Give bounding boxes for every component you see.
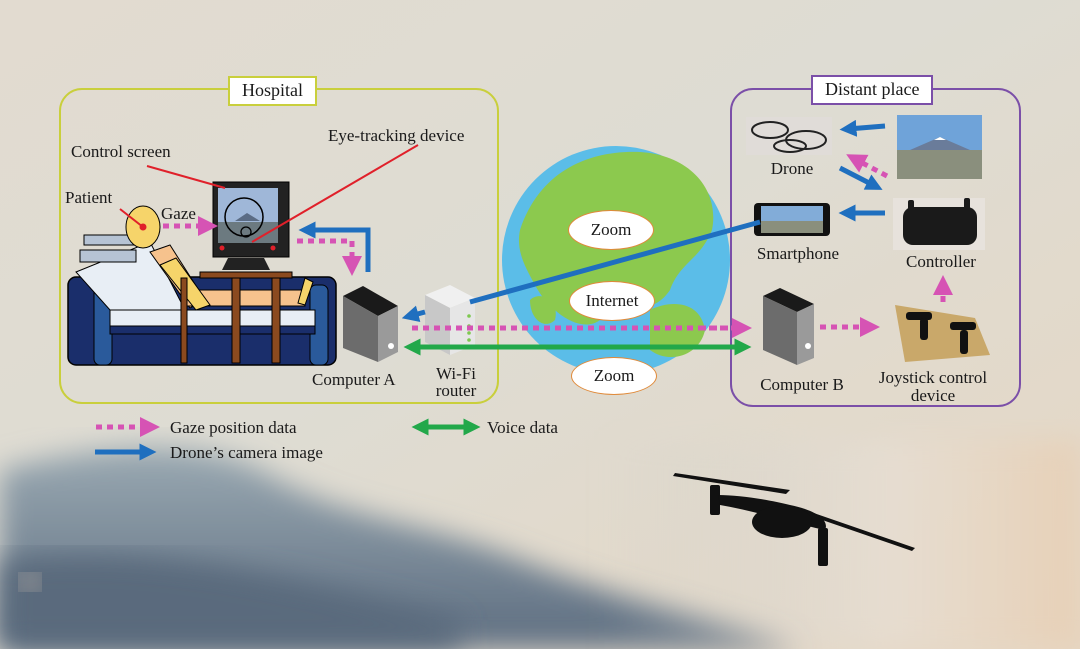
computer-b-label: Computer B [760,375,844,394]
hospital-bed-illustration [67,205,337,366]
controller-photo [893,198,985,250]
smartphone-photo [754,203,830,236]
pointer-patient [119,208,144,228]
mountain-photo [897,115,982,179]
pointer-control-screen [146,165,226,189]
zoom-bottom-label: Zoom [593,366,635,385]
control-screen-label: Control screen [71,142,171,161]
arrow-controller-to-drone [846,154,889,179]
control-screen-monitor [180,181,293,364]
arrow-smartphone-to-router [469,219,761,305]
smartphone-label: Smartphone [756,244,840,263]
computer-a-icon [343,286,398,362]
patient-label: Patient [65,188,113,207]
zoom-top-label: Zoom [590,220,632,239]
legend-voice-label: Voice data [487,418,558,437]
distant-place-title: Distant place [811,75,934,105]
legend-camera-label: Drone’s camera image [170,443,323,462]
joystick-label-line1: Joystick control [878,368,988,387]
hospital-title: Hospital [228,76,317,106]
internet-label: Internet [585,291,639,310]
controller-label: Controller [906,252,976,271]
legend-gaze-label: Gaze position data [170,418,297,437]
arrow-screen-to-computer-a [297,238,362,276]
gaze-label: Gaze [161,204,196,223]
internet-oval: Internet [569,281,655,321]
eye-tracking-label: Eye-tracking device [328,126,465,145]
zoom-oval-bottom: Zoom [571,357,657,395]
drone-label: Drone [770,159,814,178]
computer-b-icon [763,288,814,365]
joystick-label-line2: device [910,386,956,405]
computer-a-label: Computer A [312,370,396,389]
wifi-router-label-line2: router [435,381,477,400]
arrow-router-to-computer-a [401,305,426,323]
zoom-oval-top: Zoom [568,210,654,250]
joystick-device-photo [895,305,990,362]
flying-drone-silhouette [673,473,915,566]
wifi-router-label-line1: Wi-Fi [436,364,476,383]
arrow-photo-to-drone [839,119,886,137]
arrow-computer-a-to-screen [298,221,371,272]
pointer-eye-tracking [251,144,419,243]
drone-photo [746,117,832,155]
arrow-drone-to-controller [838,165,883,190]
